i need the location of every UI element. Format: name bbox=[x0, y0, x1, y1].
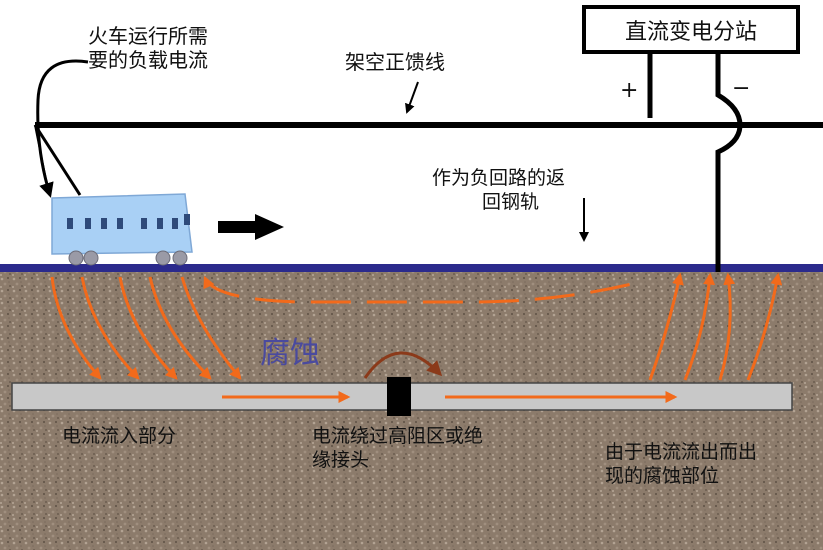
train-windows bbox=[67, 214, 190, 229]
minus-sign: − bbox=[732, 76, 751, 101]
return-rail bbox=[0, 264, 823, 272]
train-wheels bbox=[68, 250, 188, 266]
negative-lead bbox=[715, 54, 743, 272]
bypass-label: 电流绕过高阻区或绝 缘接头 bbox=[312, 425, 484, 471]
surface-return-current bbox=[203, 275, 641, 304]
substation-box: 直流变电分站 bbox=[582, 5, 800, 54]
train-current-label: 火车运行所需 要的负载电流 bbox=[88, 24, 208, 72]
pantograph bbox=[33, 124, 82, 196]
current-in-label: 电流流入部分 bbox=[62, 425, 177, 447]
corrosion-site-label: 由于电流流出而出 现的腐蚀部位 bbox=[605, 441, 758, 487]
corrosion-label: 腐蚀 bbox=[260, 336, 320, 371]
insulating-joint bbox=[387, 377, 411, 416]
current-in-arrows bbox=[50, 276, 242, 380]
bypass-arc bbox=[363, 351, 443, 379]
plus-sign: + bbox=[620, 78, 639, 103]
direction-arrow bbox=[218, 214, 284, 240]
overhead-feeder-label: 架空正馈线 bbox=[345, 50, 445, 74]
soil bbox=[0, 272, 823, 550]
return-rail-label: 作为负回路的返 回钢轨 bbox=[432, 167, 566, 213]
substation-label: 直流变电分站 bbox=[624, 19, 757, 45]
current-out-arrows bbox=[648, 272, 783, 381]
feeder-label-pointer bbox=[405, 81, 419, 114]
pantograph-arm bbox=[34, 124, 49, 191]
